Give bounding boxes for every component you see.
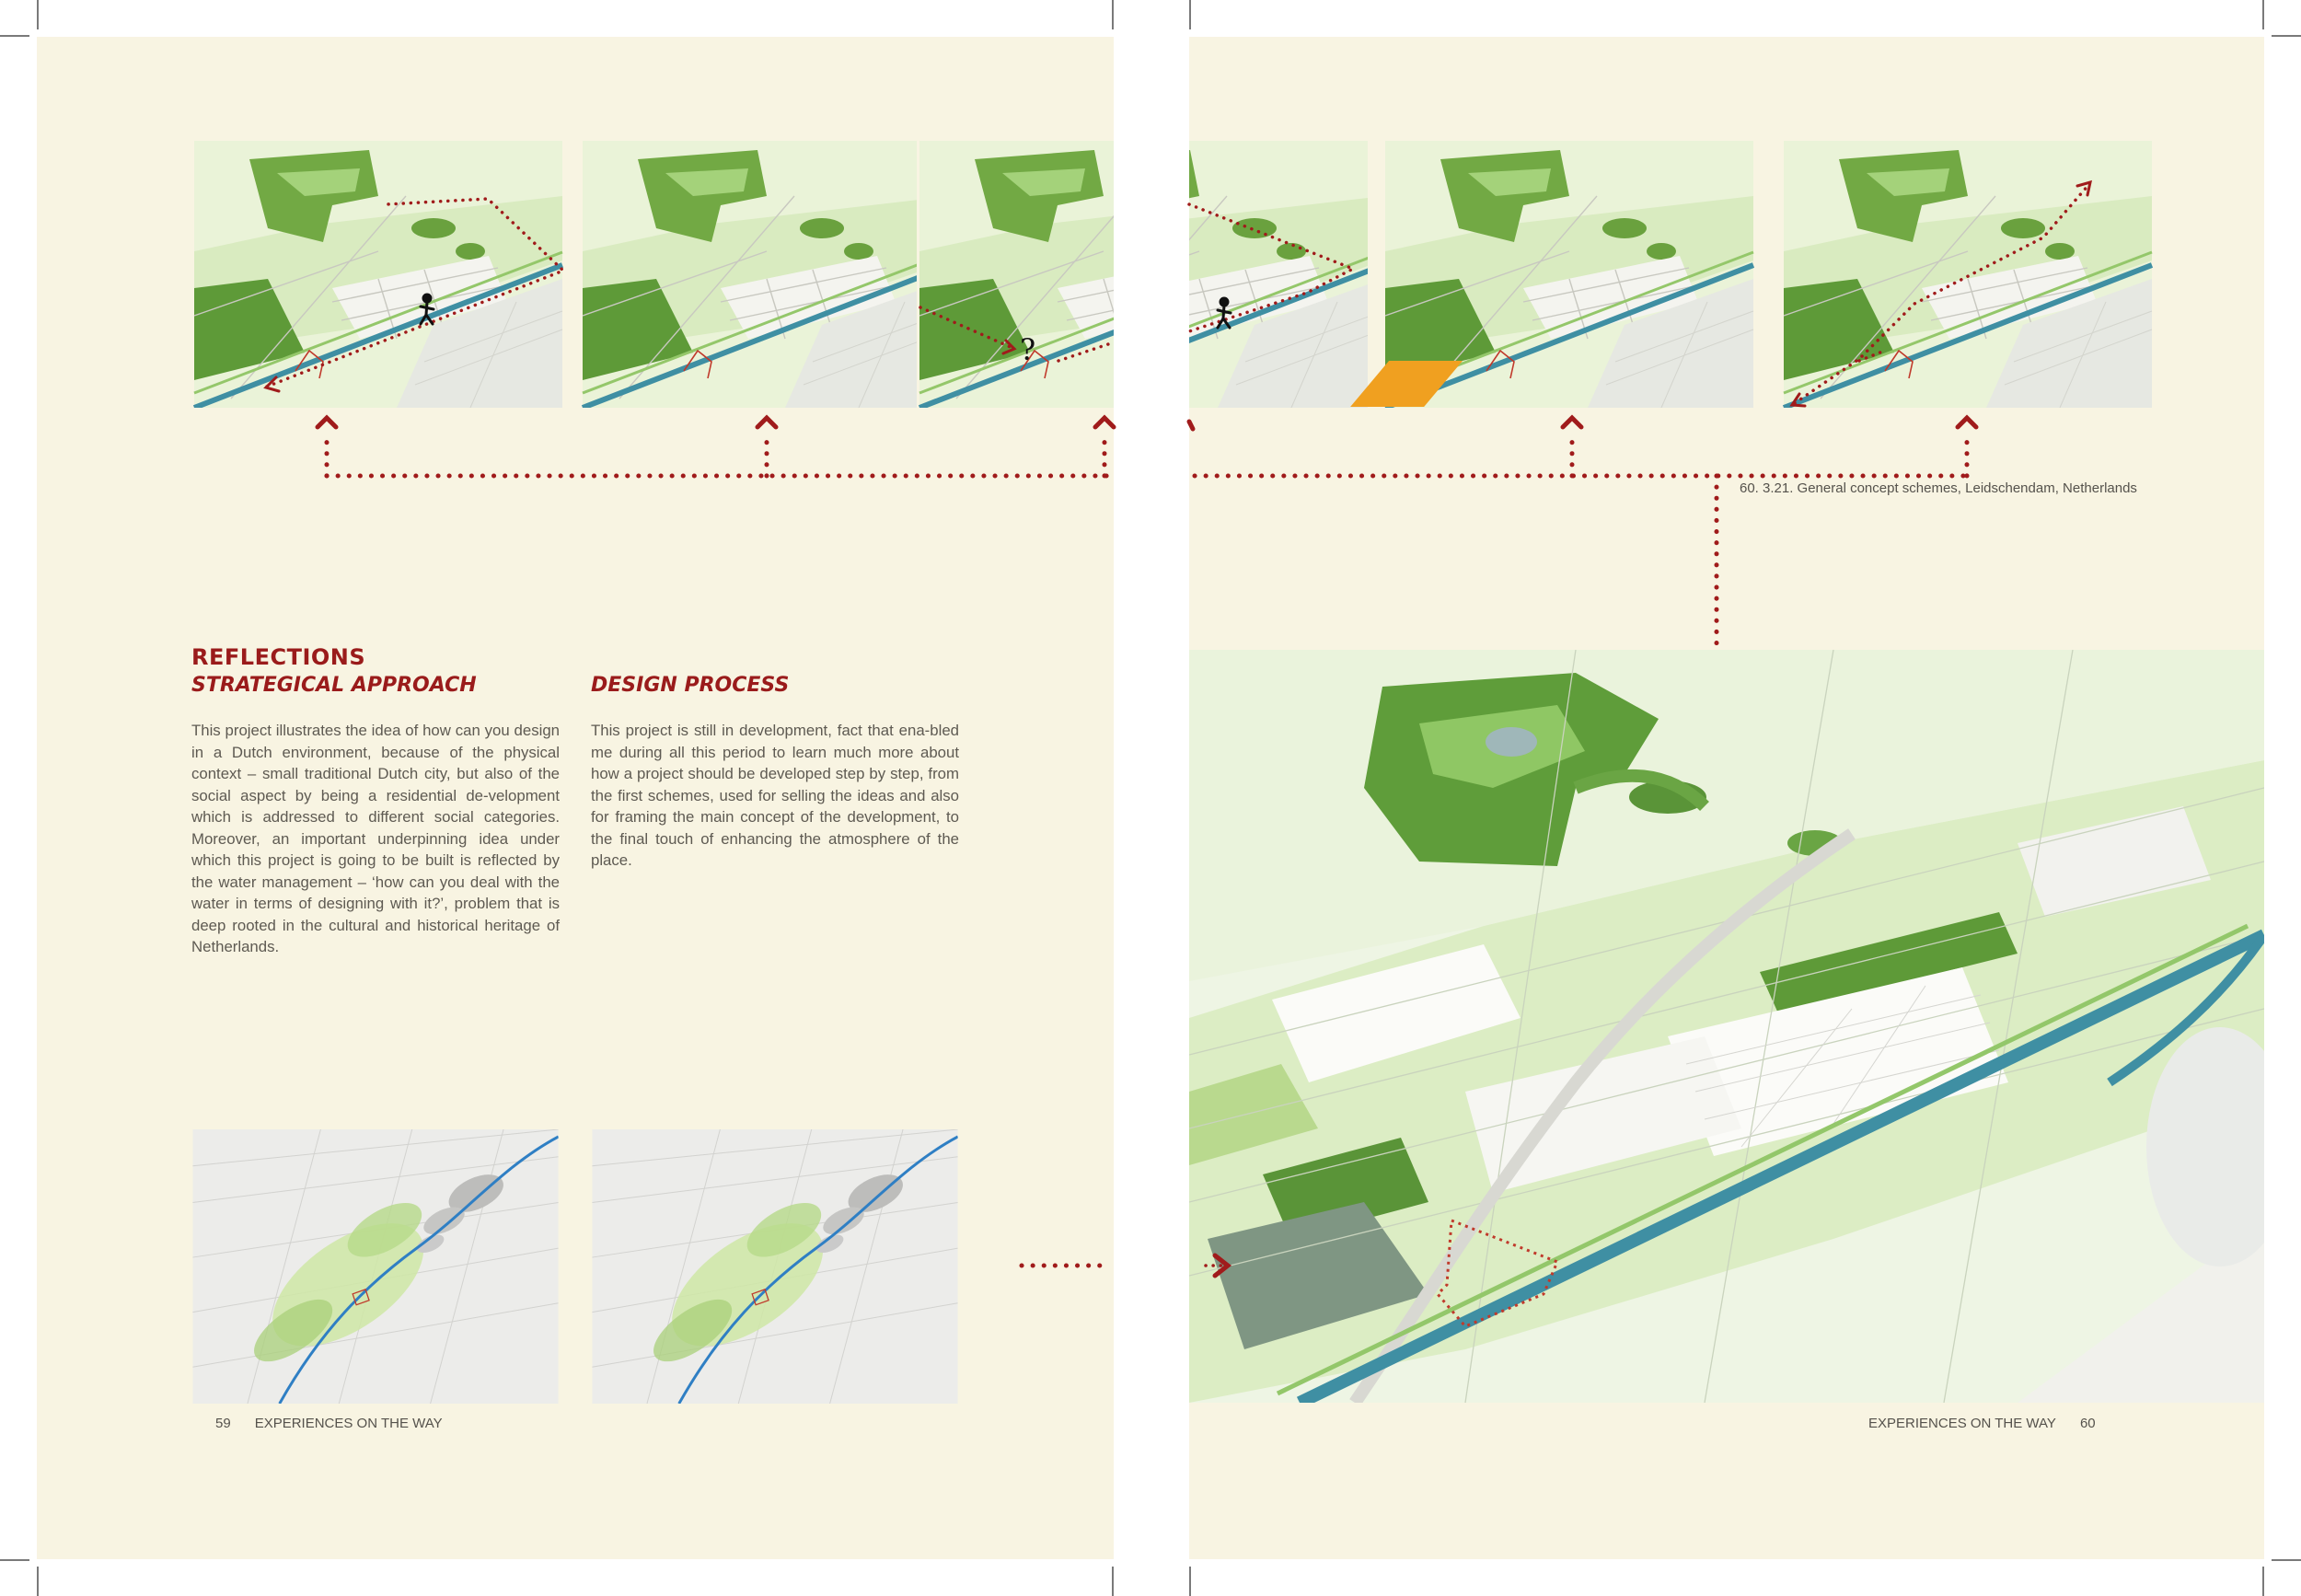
aerial-masterplan <box>1189 650 2264 1403</box>
crop-mark <box>37 1567 39 1596</box>
page-number: 59 <box>215 1416 231 1431</box>
crop-mark <box>2262 1567 2264 1596</box>
site-plan-1 <box>191 1129 560 1404</box>
crop-mark <box>0 1559 29 1561</box>
crop-mark <box>2272 35 2301 37</box>
concept-scheme-1 <box>191 141 565 408</box>
reflections-heading: REFLECTIONS <box>191 644 366 670</box>
page-number: 60 <box>2079 1416 2096 1431</box>
design-process-text: This project is still in development, fa… <box>591 722 959 869</box>
left-page-footer: 59 EXPERIENCES ON THE WAY <box>215 1416 443 1431</box>
crop-mark <box>1189 1567 1191 1596</box>
crop-mark <box>1112 0 1114 29</box>
site-plan-2 <box>591 1129 959 1404</box>
concept-scheme-2 <box>580 141 917 408</box>
crop-mark <box>2262 0 2264 29</box>
figure-caption: 60. 3.21. General concept schemes, Leids… <box>1740 480 2137 496</box>
concept-scheme-6 <box>1776 141 2159 408</box>
crop-mark <box>1112 1567 1114 1596</box>
concept-scheme-3 <box>917 141 1114 408</box>
right-page-footer: EXPERIENCES ON THE WAY 60 <box>1868 1416 2096 1431</box>
design-process-heading: DESIGN PROCESS <box>591 674 790 697</box>
crop-mark <box>2272 1559 2301 1561</box>
strategical-approach-heading: STRATEGICAL APPROACH <box>191 674 477 697</box>
concept-scheme-4 <box>1189 141 1368 408</box>
crop-mark <box>37 0 39 29</box>
running-title: EXPERIENCES ON THE WAY <box>254 1416 443 1431</box>
crop-mark <box>0 35 29 37</box>
concept-scheme-5 <box>1382 141 1756 408</box>
strategical-approach-text: This project illustrates the idea of how… <box>191 722 560 955</box>
running-title: EXPERIENCES ON THE WAY <box>1868 1416 2056 1431</box>
crop-mark <box>1189 0 1191 29</box>
